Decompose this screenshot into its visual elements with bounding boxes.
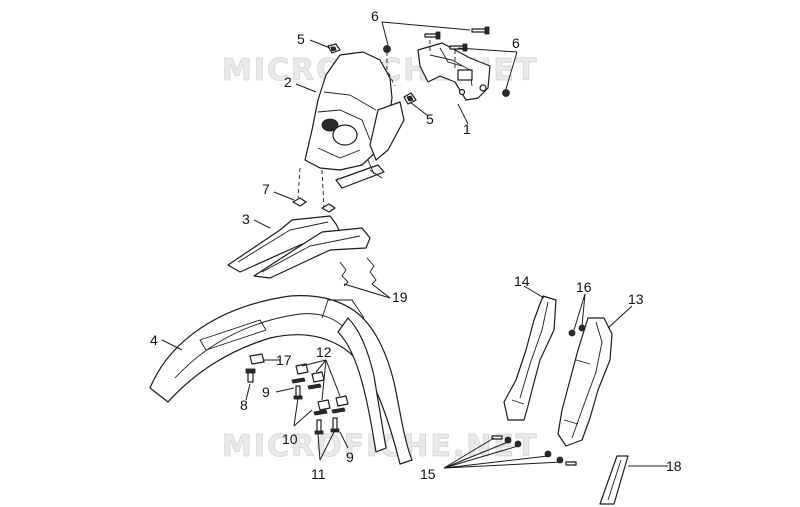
callout-5: 5 — [297, 31, 305, 47]
part-16-screws — [568, 324, 586, 337]
part-5-clip-top — [327, 43, 341, 54]
nut — [502, 89, 510, 97]
part-13-right-fork-cover — [557, 317, 613, 447]
part-18-reflector — [599, 455, 629, 505]
callout-19: 19 — [392, 289, 408, 305]
leader-lines — [161, 21, 668, 469]
part-19-clips — [339, 257, 377, 287]
part-15-screws — [491, 435, 577, 466]
part-17-pad — [249, 353, 265, 365]
screw — [449, 43, 468, 52]
callout-12: 12 — [316, 344, 332, 360]
callout-8: 8 — [240, 397, 248, 413]
callout-2: 2 — [284, 74, 292, 90]
callout-13: 13 — [628, 291, 644, 307]
callout-labels: 6 6 5 2 5 1 7 3 19 4 17 12 9 8 10 9 11 1… — [150, 8, 682, 482]
nut — [383, 45, 391, 53]
callout-15: 15 — [420, 466, 436, 482]
part-14-left-fork-cover — [503, 295, 557, 421]
callout-9: 9 — [346, 449, 354, 465]
callout-17: 17 — [276, 352, 292, 368]
screw — [471, 26, 490, 35]
part-9-screws — [293, 385, 340, 435]
callout-1: 1 — [463, 121, 471, 137]
part-12-nuts — [295, 363, 349, 411]
callout-10: 10 — [282, 431, 298, 447]
callout-16: 16 — [576, 279, 592, 295]
part-3-front-spoilers — [227, 215, 371, 279]
callout-14: 14 — [514, 273, 530, 289]
callout-4: 4 — [150, 332, 158, 348]
callout-7: 7 — [262, 181, 270, 197]
part-4-front-mudguard — [149, 295, 413, 465]
part-6-screws — [383, 26, 510, 97]
callout-5: 5 — [426, 111, 434, 127]
callout-6: 6 — [512, 35, 520, 51]
part-7-nuts — [292, 197, 336, 213]
part-8-screw — [245, 368, 256, 383]
part-10-washers — [291, 377, 346, 416]
part-2-headlight-fairing — [304, 51, 405, 189]
part-5-clip-right — [403, 92, 417, 105]
callout-6: 6 — [371, 8, 379, 24]
callout-11: 11 — [311, 466, 326, 482]
screw — [424, 31, 441, 40]
callout-9: 9 — [262, 384, 270, 400]
callout-3: 3 — [242, 211, 250, 227]
part-1-headlight-bracket — [417, 42, 491, 101]
callout-18: 18 — [666, 458, 682, 474]
